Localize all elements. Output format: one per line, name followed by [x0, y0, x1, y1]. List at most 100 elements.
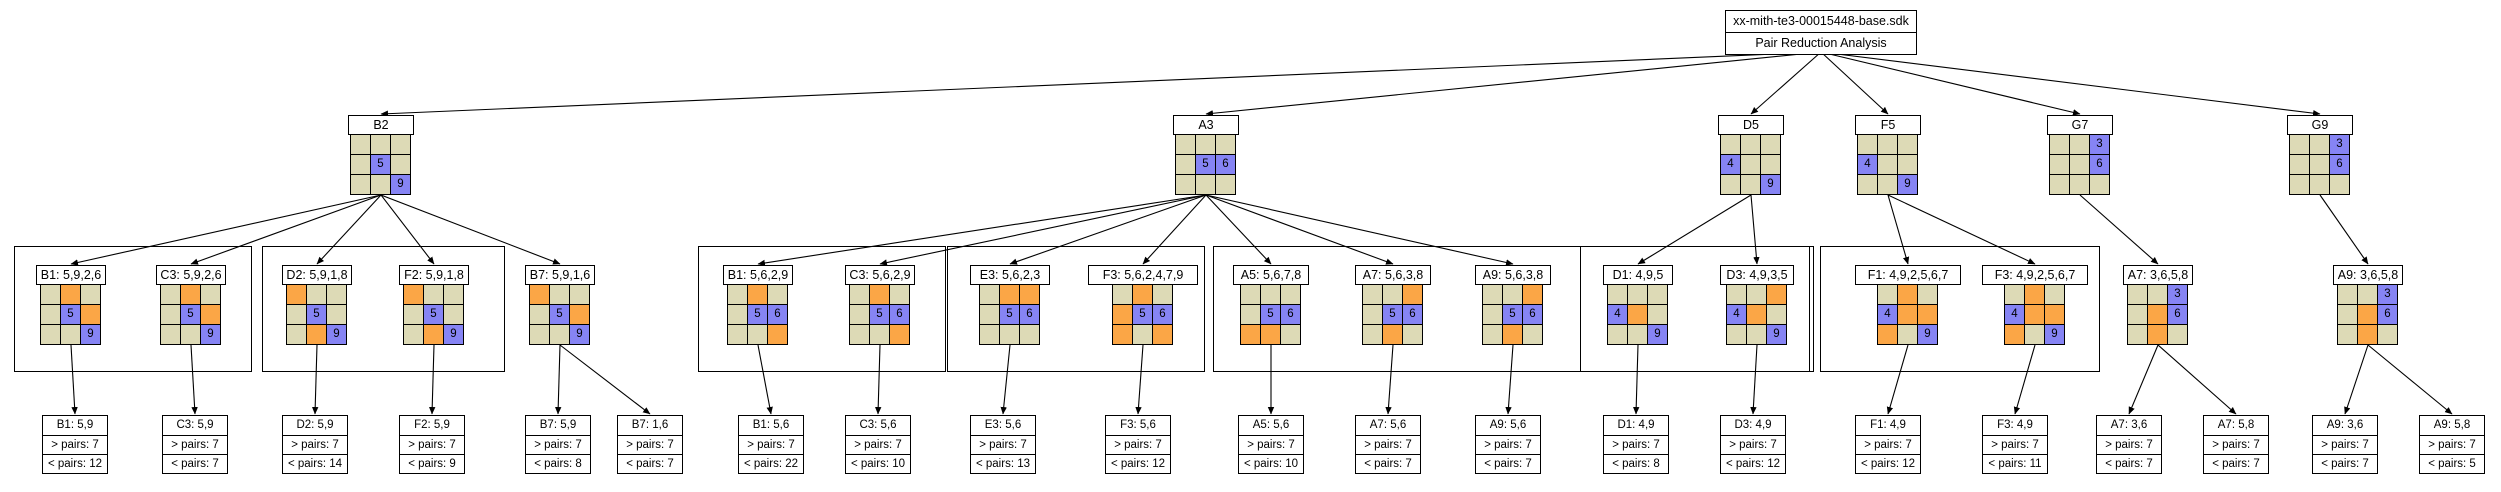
- level2-b1-grid-cell: [40, 304, 61, 325]
- level2-a9-grid-cell: [2337, 324, 2358, 345]
- leaf-label: A9: 3,6: [2326, 419, 2364, 431]
- level2-b1-grid-cell: [60, 324, 81, 345]
- leaf-more: > pairs: 7: [400, 435, 464, 454]
- level2-a7-grid-cell: 5: [1382, 304, 1403, 325]
- level2-f1-grid-cell: [1917, 304, 1938, 325]
- level1-b2-grid-cell: [350, 174, 371, 195]
- level2-f2-grid-cell: [403, 284, 424, 305]
- edge-root-to-level1: [1820, 51, 2081, 116]
- level2-a7-grid-cell: [1362, 304, 1383, 325]
- level1-b2-grid-cell: [370, 134, 391, 155]
- level1-g9-grid-cell: [2309, 174, 2330, 195]
- root-title-node: xx-mith-te3-00015448-base.sdk Pair Reduc…: [1725, 10, 1917, 55]
- level2-b7-grid-cell: [529, 304, 550, 325]
- leaf-more: > pairs: 7: [1239, 435, 1303, 454]
- level2-a9-grid-cell: [1482, 284, 1503, 305]
- level2-a7-label: A7: 3,6,5,8: [2123, 265, 2193, 285]
- level2-a7-grid-cell: [1402, 284, 1423, 305]
- level2-f3-grid-cell: [2044, 304, 2065, 325]
- level2-b1-grid-cell: [60, 284, 81, 305]
- leaf-label: B1: 5,6: [752, 419, 790, 431]
- level2-a9-grid-cell: [2337, 304, 2358, 325]
- level2-b1-grid-cell: [80, 304, 101, 325]
- level2-d1-grid-cell: [1647, 304, 1668, 325]
- level1-g7-grid-cell: 3: [2089, 134, 2110, 155]
- leaf-more: > pairs: 7: [2097, 435, 2161, 454]
- level2-a9-grid-cell: [2377, 324, 2398, 345]
- level2-f3-grid-cell: 9: [2044, 324, 2065, 345]
- level2-a9-grid-cell: 5: [1502, 304, 1523, 325]
- leaf-less: < pairs: 7: [1356, 454, 1420, 473]
- level2-a9-grid-cell: [1522, 284, 1543, 305]
- level2-b1-grid-cell: 6: [767, 304, 788, 325]
- level1-f5-grid-cell: 4: [1857, 154, 1878, 175]
- level2-b1-grid-cell: [40, 284, 61, 305]
- level2-a9-grid-cell: [1522, 324, 1543, 345]
- level2-e3-grid-cell: [979, 284, 1000, 305]
- level1-d5-grid-cell: [1720, 134, 1741, 155]
- leaf-label: B1: 5,9: [56, 419, 94, 431]
- leaf-less: < pairs: 12: [43, 454, 107, 473]
- level2-d2-grid-cell: [286, 284, 307, 305]
- leaf-less: < pairs: 11: [1983, 454, 2047, 473]
- level2-b1-grid-cell: [767, 324, 788, 345]
- leaf-label: C3: 5,6: [859, 419, 897, 431]
- level1-f5-grid-cell: [1877, 134, 1898, 155]
- level2-f2-label: F2: 5,9,1,8: [399, 265, 469, 285]
- edge-root-to-level1: [1205, 51, 1822, 117]
- level1-d5-grid-cell: [1740, 154, 1761, 175]
- level2-f3-grid-cell: [1152, 324, 1173, 345]
- level2-a7-label: A7: 5,6,3,8: [1355, 265, 1431, 285]
- leaf-node-d3: D3: 4,9> pairs: 7< pairs: 12: [1720, 415, 1786, 474]
- file-name: xx-mith-te3-00015448-base.sdk: [1733, 14, 1909, 28]
- level2-f3-label: F3: 5,6,2,4,7,9: [1088, 265, 1198, 285]
- level2-e3-grid-cell: 6: [1019, 304, 1040, 325]
- leaf-more: > pairs: 7: [739, 435, 803, 454]
- level1-d5-grid-cell: [1740, 134, 1761, 155]
- leaf-less: < pairs: 7: [2097, 454, 2161, 473]
- leaf-label: F3: 4,9: [1997, 419, 2033, 431]
- edge-root-to-level1: [1820, 51, 2321, 117]
- level2-a5-grid-cell: 5: [1260, 304, 1281, 325]
- leaf-less: < pairs: 7: [163, 454, 227, 473]
- leaf-more: > pairs: 7: [1856, 435, 1920, 454]
- level2-a5-grid-cell: [1240, 324, 1261, 345]
- level2-c3-grid-cell: [889, 284, 910, 305]
- leaf-label: A9: 5,8: [2433, 419, 2471, 431]
- edge-level2-to-leaf: [2157, 344, 2237, 415]
- leaf-more: > pairs: 7: [1983, 435, 2047, 454]
- level1-b2-label: B2: [348, 115, 414, 135]
- level2-a9-grid-cell: 6: [2377, 304, 2398, 325]
- leaf-label: A7: 3,6: [2110, 419, 2148, 431]
- level1-b2-grid-cell: [390, 154, 411, 175]
- leaf-node-f3: F3: 4,9 > pairs: 7< pairs: 11: [1982, 415, 2048, 474]
- edge-root-to-level1: [380, 51, 1822, 117]
- level2-e3-label: E3: 5,6,2,3: [970, 265, 1050, 285]
- leaf-less: < pairs: 7: [618, 454, 682, 473]
- level2-f1-label: F1: 4,9,2,5,6,7: [1855, 265, 1961, 285]
- level2-a9-grid-cell: [1482, 324, 1503, 345]
- level1-a3-grid-cell: 6: [1215, 154, 1236, 175]
- level2-c3-label: C3: 5,6,2,9: [845, 265, 915, 285]
- leaf-node-a9: A9: 3,6> pairs: 7< pairs: 7: [2312, 415, 2378, 474]
- level2-a7-grid-cell: [2127, 324, 2148, 345]
- level2-a9-grid-cell: [2357, 304, 2378, 325]
- level1-b2-grid-cell: [390, 134, 411, 155]
- level2-a5-grid-cell: [1260, 324, 1281, 345]
- level2-f3-grid-cell: [1132, 324, 1153, 345]
- level1-a3-grid-cell: [1195, 174, 1216, 195]
- level2-b1-grid-cell: 5: [60, 304, 81, 325]
- level2-a9-grid-cell: [2357, 284, 2378, 305]
- level2-a9-grid-cell: [2337, 284, 2358, 305]
- level2-f1-grid-cell: 9: [1917, 324, 1938, 345]
- level1-g9-grid-cell: [2309, 154, 2330, 175]
- level2-e3-grid-cell: [979, 324, 1000, 345]
- group-box-4: [947, 246, 1205, 372]
- edge-level2-to-leaf: [2367, 344, 2453, 415]
- level1-d5-grid-cell: 9: [1760, 174, 1781, 195]
- level2-b1-grid-cell: [727, 284, 748, 305]
- level2-c3-grid-cell: [849, 304, 870, 325]
- level2-a5-grid-cell: [1240, 284, 1261, 305]
- level2-f2-grid-cell: 9: [443, 324, 464, 345]
- analysis-name: Pair Reduction Analysis: [1726, 32, 1916, 54]
